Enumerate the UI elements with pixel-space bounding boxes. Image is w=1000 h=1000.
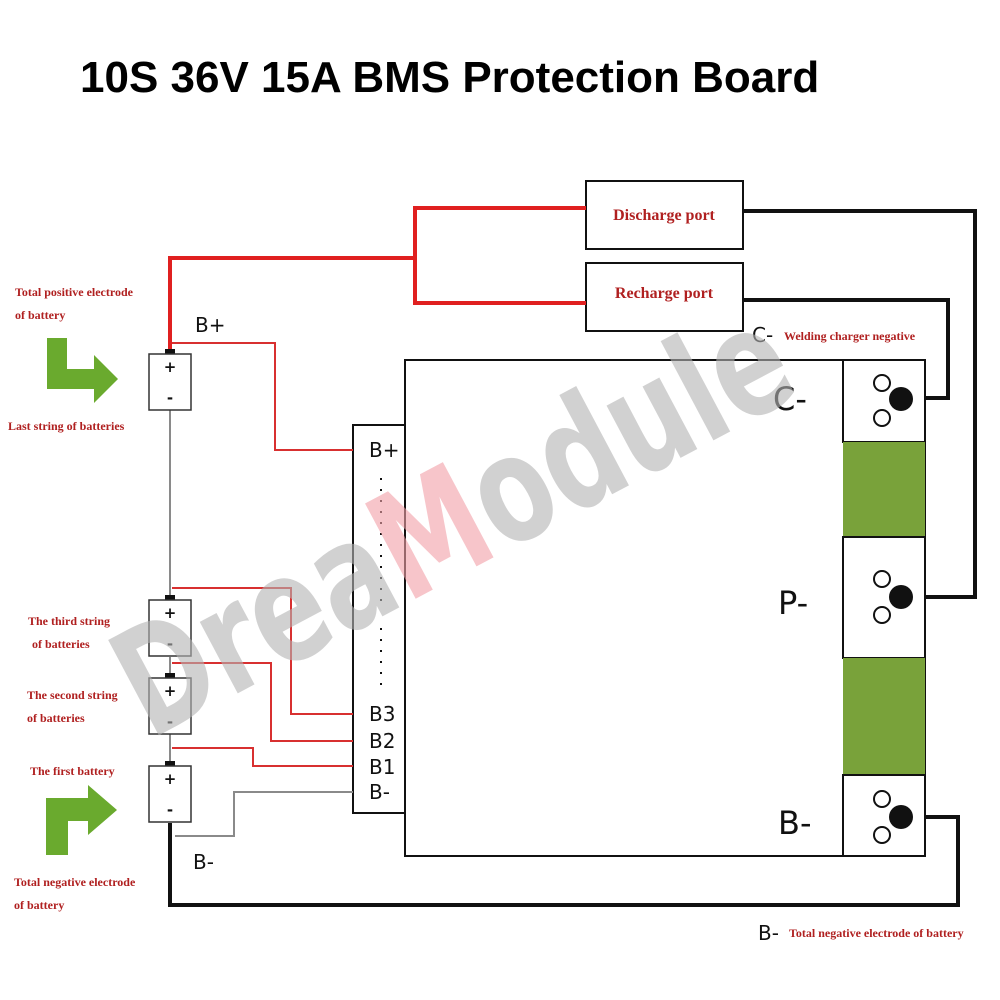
svg-text:-: - bbox=[167, 713, 173, 731]
p-minus-terminal-label: P- bbox=[778, 584, 808, 622]
battery-cell-last: + - bbox=[148, 349, 192, 411]
svg-text:-: - bbox=[167, 635, 173, 653]
positive-wires bbox=[168, 206, 586, 353]
annotation-second-string-2: of batteries bbox=[27, 711, 85, 725]
svg-text:+: + bbox=[164, 770, 177, 788]
discharge-port-box bbox=[585, 180, 744, 250]
svg-text:+: + bbox=[164, 682, 177, 700]
c-minus-wire-label: C- bbox=[752, 323, 773, 347]
pin-b1: B1 bbox=[369, 755, 395, 779]
b-minus-return-wire bbox=[168, 815, 960, 907]
pin-bminus: B- bbox=[369, 780, 390, 804]
green-pad-upper bbox=[843, 442, 925, 537]
battery-cell-third: + - bbox=[148, 595, 192, 657]
sense-wire-bminus bbox=[175, 791, 353, 837]
diagram-title: 10S 36V 15A BMS Protection Board bbox=[80, 53, 819, 102]
b-minus-bottom-label: B- bbox=[758, 921, 779, 945]
arrow-right-icon bbox=[47, 338, 118, 403]
bplus-wire-label: B+ bbox=[195, 313, 225, 337]
discharge-to-p-minus-wire bbox=[743, 209, 977, 599]
b-minus-terminal-label: B- bbox=[778, 804, 812, 842]
battery-cell-first: + - bbox=[148, 761, 192, 823]
annotation-total-negative-2: of battery bbox=[14, 898, 64, 912]
svg-text:-: - bbox=[167, 389, 173, 407]
svg-text:+: + bbox=[164, 604, 177, 622]
svg-text:+: + bbox=[164, 358, 177, 376]
sense-wires bbox=[169, 342, 353, 837]
svg-text:-: - bbox=[167, 801, 173, 819]
battery-cell-second: + - bbox=[148, 673, 192, 735]
recharge-port-box bbox=[585, 262, 744, 332]
annotation-second-string-1: The second string bbox=[27, 688, 118, 702]
port-positive-bus bbox=[413, 206, 586, 305]
battery-positive-wire bbox=[168, 256, 415, 353]
pin-b3: B3 bbox=[369, 702, 395, 726]
annotation-total-negative-1: Total negative electrode bbox=[14, 875, 136, 889]
annotation-first-battery: The first battery bbox=[30, 764, 115, 778]
green-pad-lower bbox=[843, 658, 925, 775]
annotation-last-string: Last string of batteries bbox=[8, 419, 125, 433]
annotation-third-string-2: of batteries bbox=[32, 637, 90, 651]
annotation-total-negative-bottom: Total negative electrode of battery bbox=[789, 926, 964, 940]
terminal-solder-points bbox=[889, 387, 913, 829]
recharge-port-label: Recharge port bbox=[615, 285, 714, 302]
annotation-welding-charger-negative: Welding charger negative bbox=[784, 329, 916, 343]
arrow-right-icon bbox=[46, 785, 117, 855]
sense-wire-b1 bbox=[172, 747, 353, 767]
balance-connector bbox=[352, 424, 406, 814]
sense-wire-bplus bbox=[172, 342, 353, 451]
annotation-total-positive-2: of battery bbox=[15, 308, 65, 322]
sense-wire-b3 bbox=[172, 587, 353, 715]
annotation-total-positive-1: Total positive electrode bbox=[15, 285, 134, 299]
bms-board bbox=[404, 359, 926, 857]
bminus-wire-label: B- bbox=[193, 850, 214, 874]
annotation-third-string-1: The third string bbox=[28, 614, 110, 628]
terminal-holes bbox=[873, 374, 891, 844]
pin-b2: B2 bbox=[369, 729, 395, 753]
discharge-port-label: Discharge port bbox=[613, 207, 715, 224]
pin-bplus: B+ bbox=[369, 438, 399, 462]
sense-wire-b2 bbox=[172, 662, 353, 742]
c-minus-terminal-label: C- bbox=[773, 380, 807, 418]
